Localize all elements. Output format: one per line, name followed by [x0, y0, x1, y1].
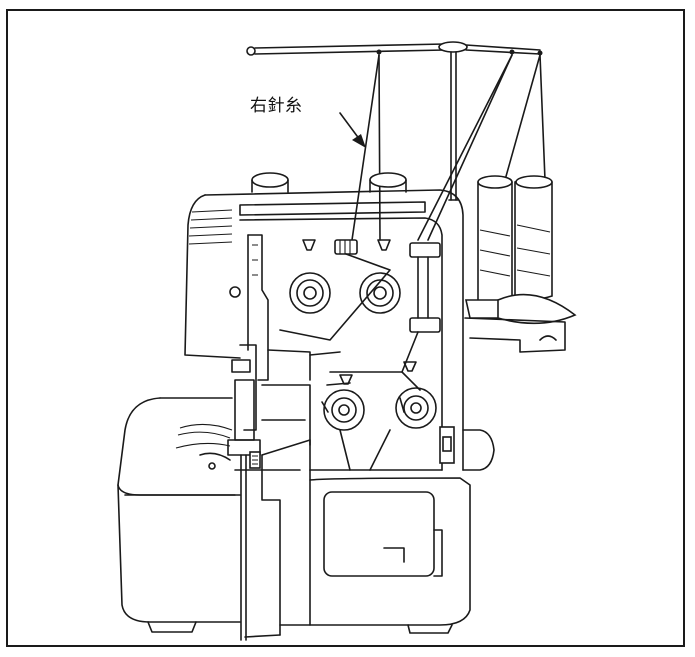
needle-area [175, 234, 311, 641]
label-arrow [339, 112, 366, 148]
thread-cones [464, 175, 577, 353]
machine-body [184, 172, 495, 471]
right-needle-thread-label: 右針糸 [250, 96, 303, 116]
machine-bed [117, 397, 471, 638]
